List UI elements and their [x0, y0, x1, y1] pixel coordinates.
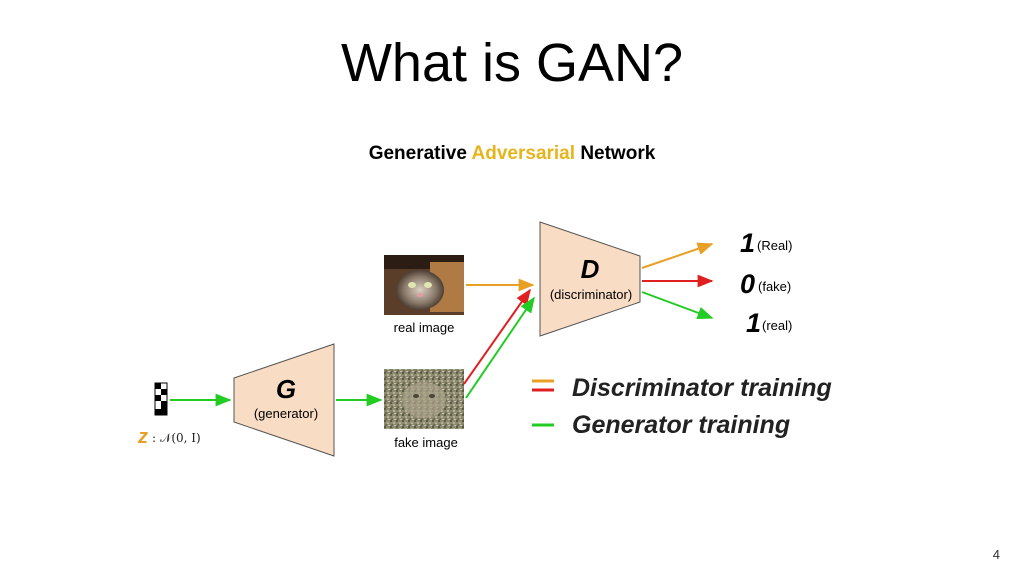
output-1-label: (Real): [757, 238, 792, 253]
generator-block: [233, 343, 335, 457]
arrow-fake-to-discriminator-red: [463, 288, 531, 385]
discriminator-letter: D: [581, 254, 600, 284]
output-2-value: 0: [740, 269, 755, 299]
real-image: [384, 255, 464, 315]
noise-symbol: z: [137, 426, 148, 448]
discriminator-block: [539, 221, 641, 337]
noise-distribution: : 𝒩(0, I): [152, 431, 201, 445]
subtitle-word-adversarial: Adversarial: [471, 143, 576, 164]
arrow-output-real-generator: [641, 291, 714, 319]
slide-title: What is GAN?: [340, 33, 684, 93]
generator-label: (generator): [254, 406, 318, 421]
page-number: 4: [992, 547, 1000, 562]
legend-discriminator-label: Discriminator training: [572, 374, 832, 402]
slide-subtitle: Generative Adversarial Network: [0, 142, 1024, 166]
output-3-value: 1: [746, 308, 761, 338]
noise-vector-icon: [154, 382, 168, 416]
fake-image-label: fake image: [394, 435, 458, 450]
legend-discriminator-training: Discriminator training: [532, 374, 832, 402]
arrow-fake-to-discriminator-green: [465, 296, 535, 399]
output-1-value: 1: [740, 228, 755, 258]
generator-letter: G: [276, 374, 296, 404]
fake-image: [384, 369, 464, 429]
subtitle-word-network: Network: [580, 143, 656, 164]
subtitle-word-generative: Generative: [368, 143, 467, 164]
discriminator-label: (discriminator): [550, 287, 632, 302]
arrow-output-real: [641, 242, 714, 269]
legend-generator-training: Generator training: [532, 411, 790, 439]
output-2-label: (fake): [758, 279, 791, 294]
output-3-label: (real): [762, 318, 792, 333]
legend-generator-label: Generator training: [572, 411, 790, 439]
real-image-label: real image: [394, 320, 455, 335]
